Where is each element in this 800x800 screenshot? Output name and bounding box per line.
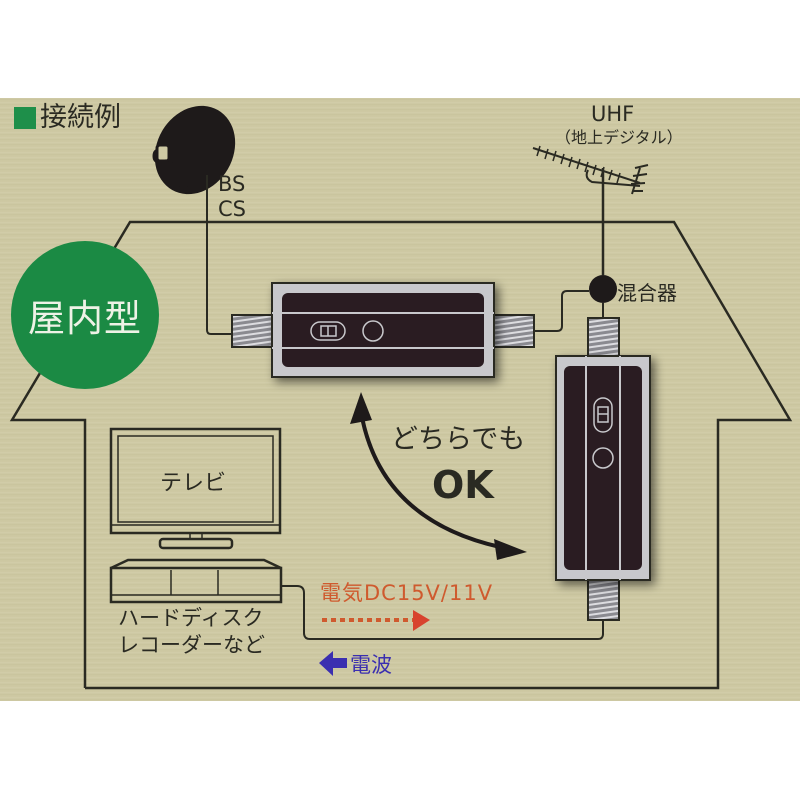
title-square-icon (14, 106, 36, 129)
recorder-cable (282, 585, 604, 640)
section-title: 接続例 (14, 104, 121, 131)
mixer-to-amp-cable (532, 290, 589, 332)
satellite-dish-icon (152, 105, 236, 195)
power-flow-label: 電気DC15V/11V (320, 581, 494, 605)
uhf-sublabel: （地上デジタル） (555, 128, 683, 147)
indoor-type-badge: 屋内型 (11, 241, 159, 389)
satellite-label: BS CS (218, 172, 246, 221)
booster-vertical-icon (555, 317, 651, 621)
hdd-recorder-icon (109, 558, 283, 604)
signal-flow-label: 電波 (350, 653, 392, 677)
orientation-ok: OK (432, 463, 494, 507)
mixer-icon (589, 275, 617, 303)
either-way-arrow-icon (350, 392, 527, 560)
diagram-background (0, 98, 800, 701)
uhf-label: UHF (591, 102, 635, 126)
tv-label: テレビ (160, 471, 227, 496)
house-outline (9, 220, 793, 690)
mixer-label: 混合器 (617, 281, 677, 305)
signal-flow-arrow-icon (319, 651, 347, 676)
tv-icon (109, 427, 282, 550)
booster-horizontal-icon (231, 282, 535, 378)
orientation-note: どちらでも (391, 424, 526, 455)
power-flow-arrow-icon (322, 610, 430, 631)
recorder-label: ハードディスク レコーダーなど (118, 606, 265, 657)
uhf-antenna-icon (532, 145, 649, 275)
satellite-cable (206, 175, 232, 335)
